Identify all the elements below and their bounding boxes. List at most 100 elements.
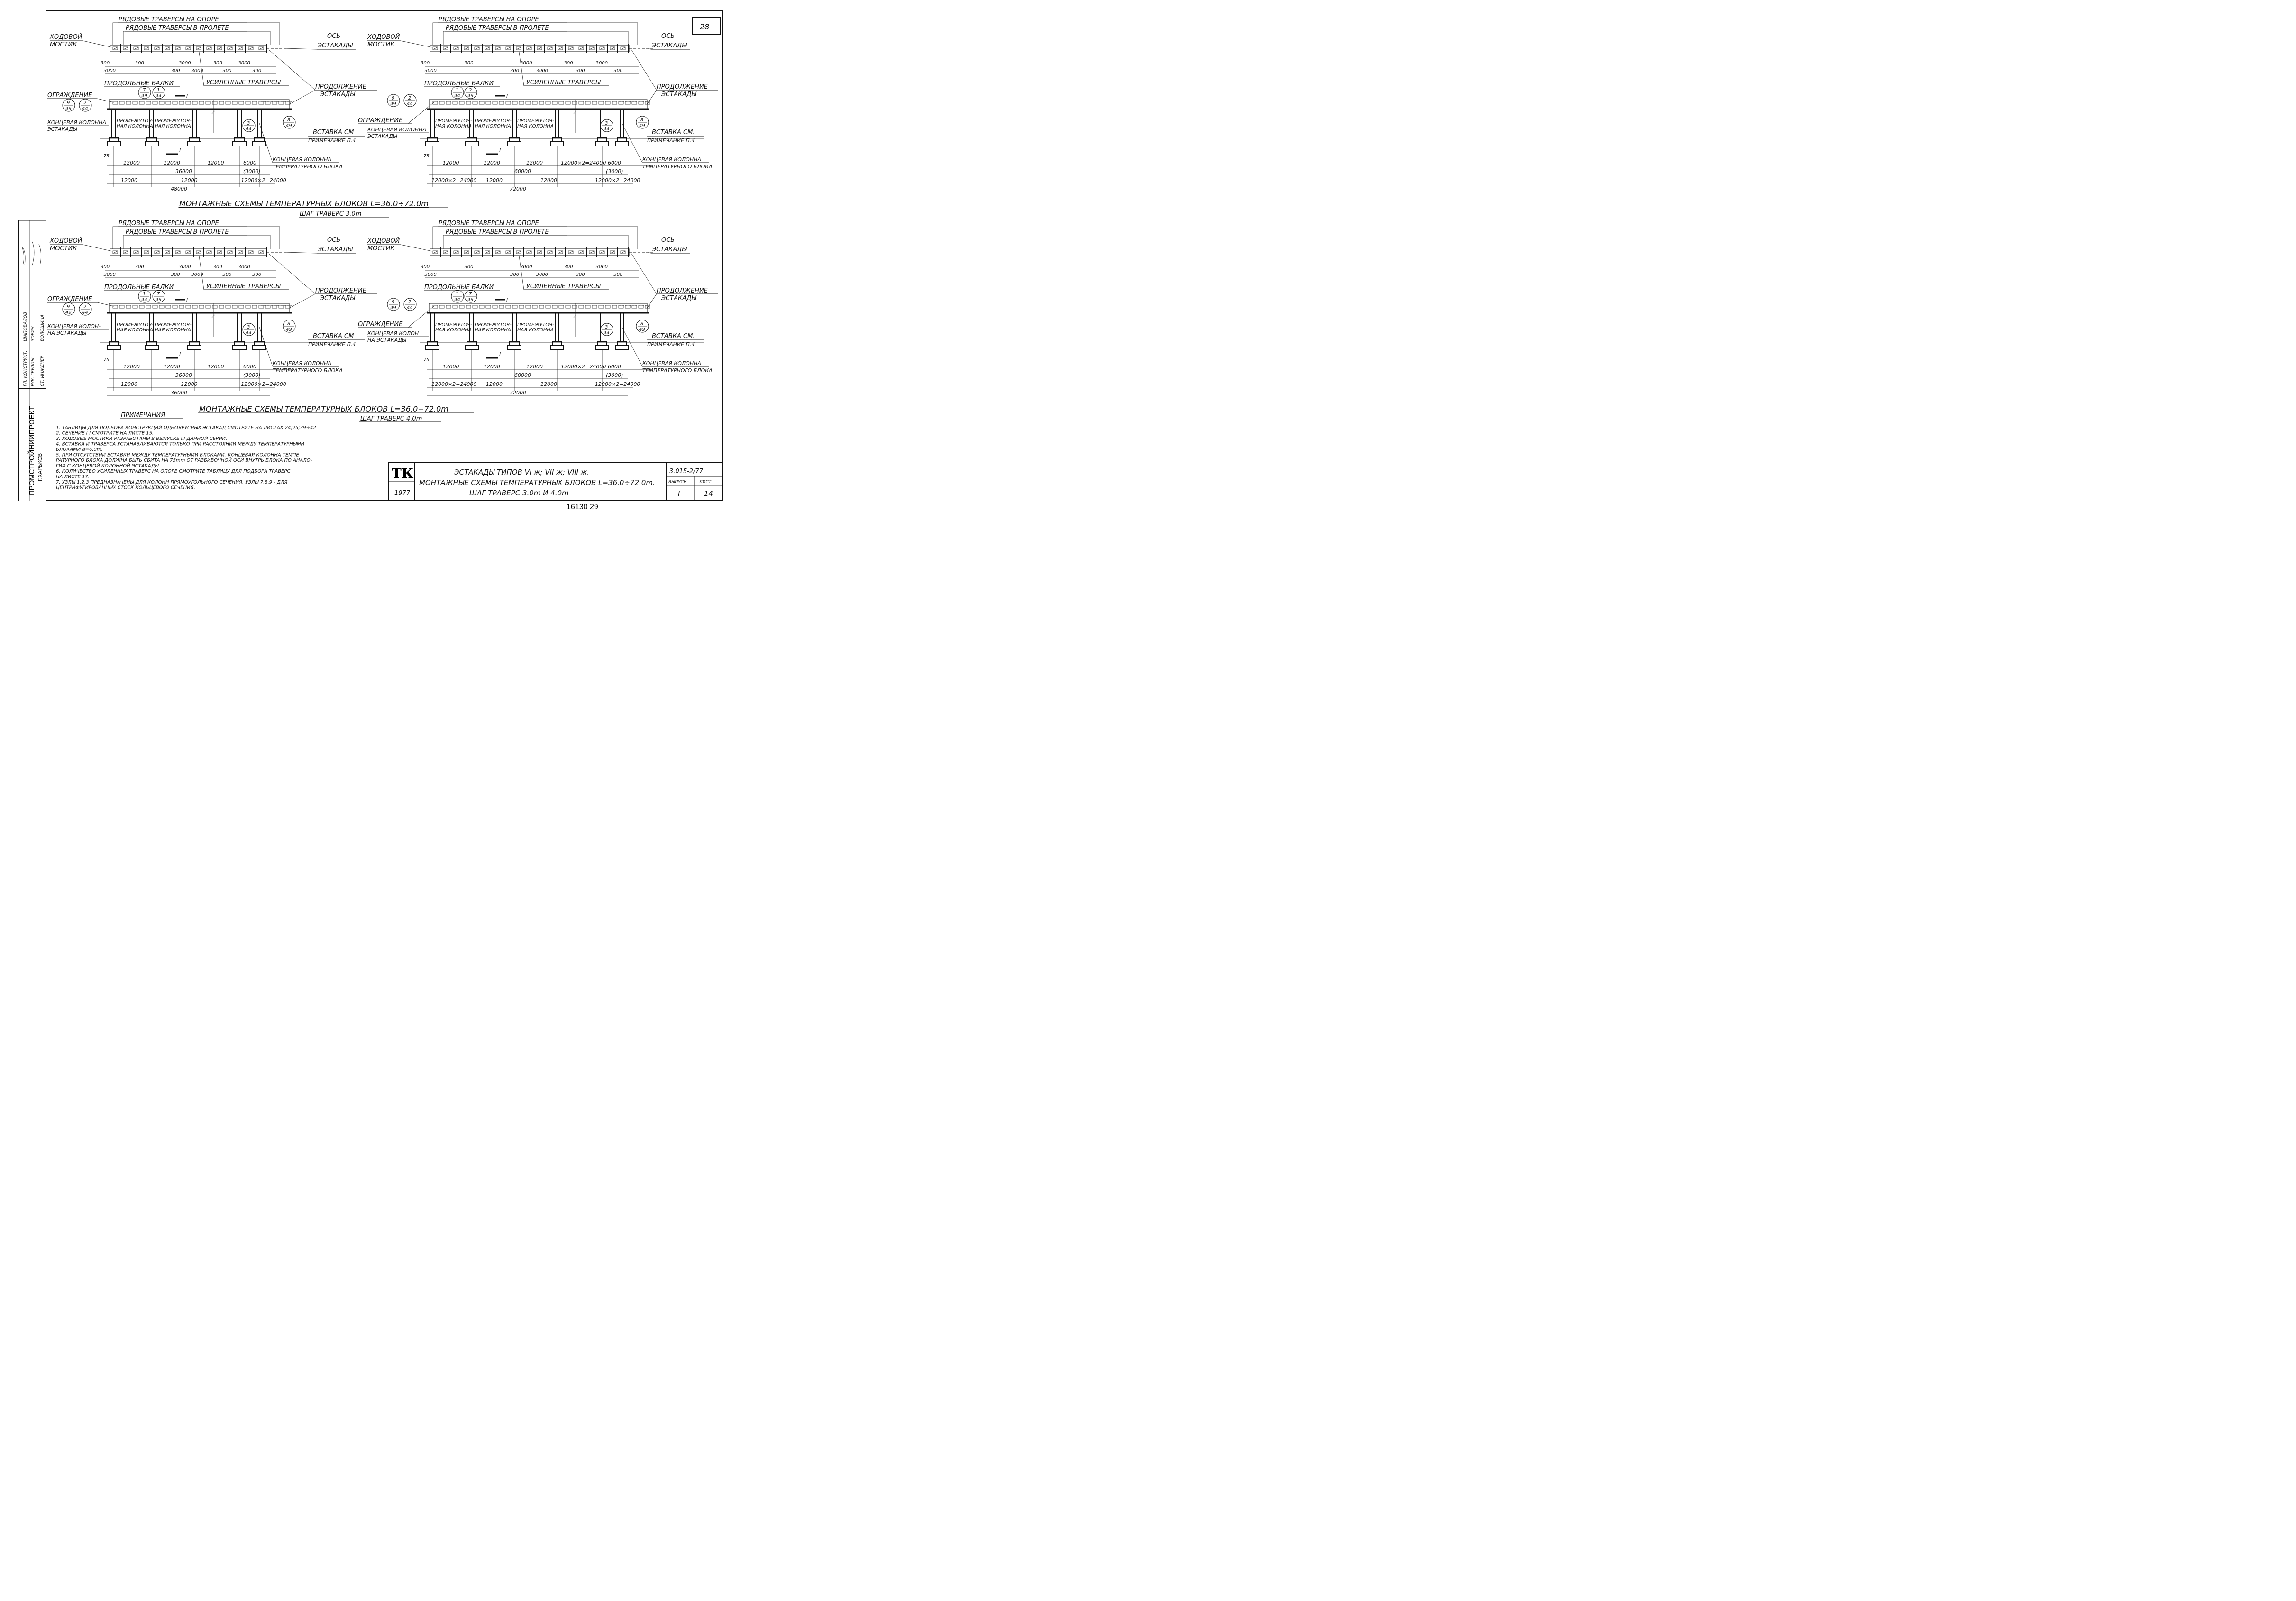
label-walkway: ХОДОВОЙ: [49, 237, 82, 245]
label-row-traverses-support: РЯДОВЫЕ ТРАВЕРСЫ НА ОПОРЕ: [439, 220, 540, 227]
label-row-traverses-support: РЯДОВЫЕ ТРАВЕРСЫ НА ОПОРЕ: [119, 220, 220, 227]
note-line-11: ЦЕНТРИФУГИРОВАННЫХ СТОЕК КОЛЬЦЕВОГО СЕЧЕ…: [56, 485, 195, 491]
footing-1: [145, 345, 159, 350]
continuation-leader-2: [289, 293, 316, 309]
dim-row2-3: 12000×2=24000: [595, 381, 640, 387]
dim-walk-3: 300: [171, 68, 180, 73]
fence-panel: [205, 101, 211, 105]
end-block-leader: [259, 327, 273, 367]
grating-7: [505, 250, 511, 254]
end-block-leader: [259, 123, 273, 163]
bubble-b: [403, 298, 417, 311]
footing-0: [425, 141, 439, 146]
grating-10: [217, 46, 222, 50]
label-walkway: ХОДОВОЙ: [367, 237, 400, 245]
label-walkway-2: МОСТИК: [367, 41, 395, 48]
grating-x-8: [196, 47, 201, 50]
dim-walk-0: 300: [101, 61, 110, 66]
grating-4: [474, 46, 480, 50]
bubble-a-top: 9: [392, 300, 394, 305]
bubble-a-top: 9: [67, 101, 70, 106]
bubble-c-bot: 44: [454, 93, 460, 99]
fence-panel: [539, 305, 544, 309]
reinforced-leader: [199, 256, 204, 290]
dim-span-2: 12000: [208, 160, 224, 166]
bubble-f-bot: 49: [639, 123, 645, 128]
grating-2: [453, 46, 459, 50]
fence-leader: [97, 98, 114, 103]
label-reinforced: УСИЛЕННЫЕ ТРАВЕРСЫ: [526, 283, 601, 290]
fence-panel: [212, 305, 218, 309]
grating-4: [154, 46, 160, 50]
dim-span-0: 12000: [123, 160, 140, 166]
dim-walk-5: 3000: [191, 272, 203, 277]
label-reinforced: УСИЛЕННЫЕ ТРАВЕРСЫ: [206, 283, 281, 290]
grating-1: [123, 250, 128, 254]
bubble-a: [62, 99, 75, 112]
dim-walk-7: 300: [576, 272, 585, 277]
title-sheet: 14: [704, 489, 713, 498]
bracket-support: [112, 226, 280, 249]
grating-13: [248, 46, 254, 50]
caption-bottom-sub: ШАГ ТРАВЕРС 4.0m: [360, 415, 422, 422]
fence-panel: [432, 101, 438, 105]
fence-panel: [479, 101, 485, 105]
label-reinforced: УСИЛЕННЫЕ ТРАВЕРСЫ: [206, 79, 281, 86]
fence-panel: [179, 101, 184, 105]
column-2: [192, 312, 197, 342]
fence-panel: [618, 305, 624, 309]
fence-panel: [179, 305, 184, 309]
title-line2: МОНТАЖНЫЕ СХЕМЫ ТЕМПЕРАТУРНЫХ БЛОКОВ L=3…: [419, 478, 655, 487]
grating-x-13: [568, 47, 573, 50]
grating-x-3: [144, 47, 149, 50]
stamp-name-3: ВОЛОШИНА: [40, 315, 45, 341]
fence-panel: [172, 305, 178, 309]
fence-panel: [212, 101, 218, 105]
fence-leader: [407, 102, 434, 124]
bubble-e-bot: 44: [604, 330, 610, 336]
label-intermediate-2-2: НАЯ КОЛОННА: [155, 328, 191, 333]
bubble-e-top: 3: [247, 325, 250, 330]
grating-x-10: [537, 47, 542, 50]
grating-11: [547, 250, 553, 254]
label-fence: ОГРАЖДЕНИЕ: [47, 296, 92, 303]
label-intermediate-1: ПРОМЕЖУТОЧ-: [117, 322, 154, 328]
bracket-support: [112, 22, 280, 45]
dim-walk-3: 300: [171, 272, 180, 277]
bubble-a-top: 9: [67, 304, 70, 310]
fence-panel: [565, 101, 571, 105]
sheet-frame: [46, 10, 723, 501]
grating-x-4: [155, 251, 159, 254]
bubble-e-top: 3: [247, 121, 250, 126]
end-block-leader: [622, 327, 643, 367]
break-mark: [211, 303, 215, 337]
fence-panel: [265, 101, 271, 105]
grating-x-0: [433, 251, 438, 254]
grating-x-4: [475, 251, 479, 254]
label-walkway-2: МОСТИК: [50, 41, 77, 48]
break-mark: [211, 100, 215, 133]
label-fence: ОГРАЖДЕНИЕ: [47, 92, 92, 99]
bubble-d-bot: 49: [467, 93, 474, 99]
fence-leader: [407, 306, 434, 328]
grating-x-7: [506, 47, 511, 50]
bubble-d: [464, 290, 477, 303]
grating-x-8: [516, 251, 521, 254]
fence-panel: [258, 101, 264, 105]
footing-1: [145, 141, 159, 146]
fence-panel: [485, 305, 491, 309]
fence-panel: [112, 305, 118, 309]
fence-panel: [592, 305, 597, 309]
stamp-role-2: РУК. ГРУППЫ: [31, 358, 36, 386]
grating-x-1: [123, 251, 128, 254]
fence-panel: [525, 305, 531, 309]
label-walkway: ХОДОВОЙ: [367, 33, 400, 41]
continuation-leader: [631, 253, 657, 294]
note-line-0: 1. ТАБЛИЦЫ ДЛЯ ПОДБОРА КОНСТРУКЦИЙ ОДНОЯ…: [56, 424, 316, 430]
fence-panel: [505, 101, 511, 105]
walkway-leader: [400, 244, 433, 252]
caption-bottom: МОНТАЖНЫЕ СХЕМЫ ТЕМПЕРАТУРНЫХ БЛОКОВ L=3…: [199, 404, 448, 413]
label-insert-2: ПРИМЕЧАНИЕ П.4: [308, 341, 356, 348]
footing-4: [595, 141, 609, 146]
